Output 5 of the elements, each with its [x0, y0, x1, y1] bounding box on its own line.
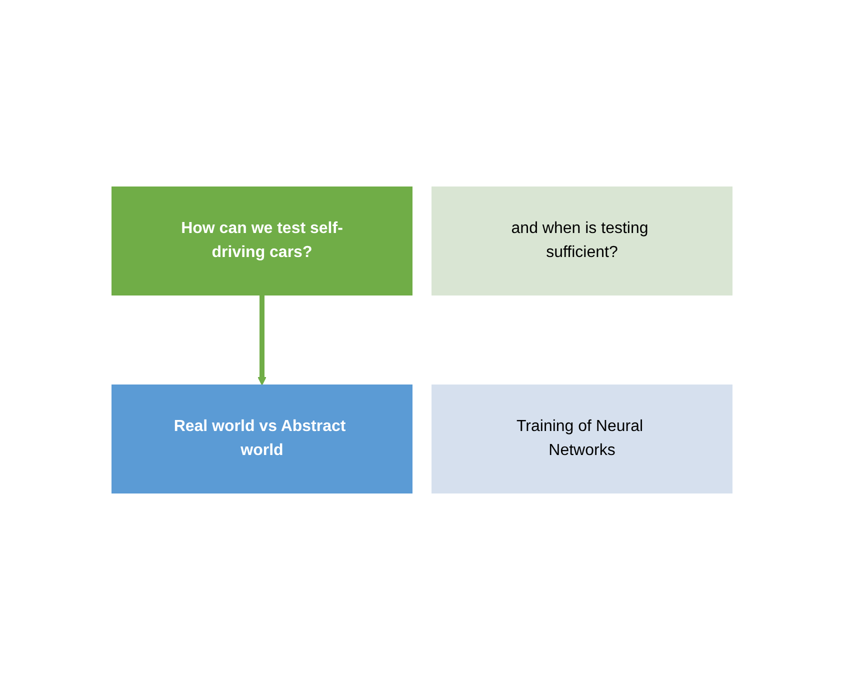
- node-box: and when is testing sufficient?: [431, 186, 732, 296]
- node-box: Real world vs Abstract world: [111, 384, 412, 494]
- node-box: Training of Neural Networks: [431, 384, 732, 494]
- arrow: [257, 295, 266, 386]
- node-box: How can we test self-driving cars?: [111, 186, 412, 296]
